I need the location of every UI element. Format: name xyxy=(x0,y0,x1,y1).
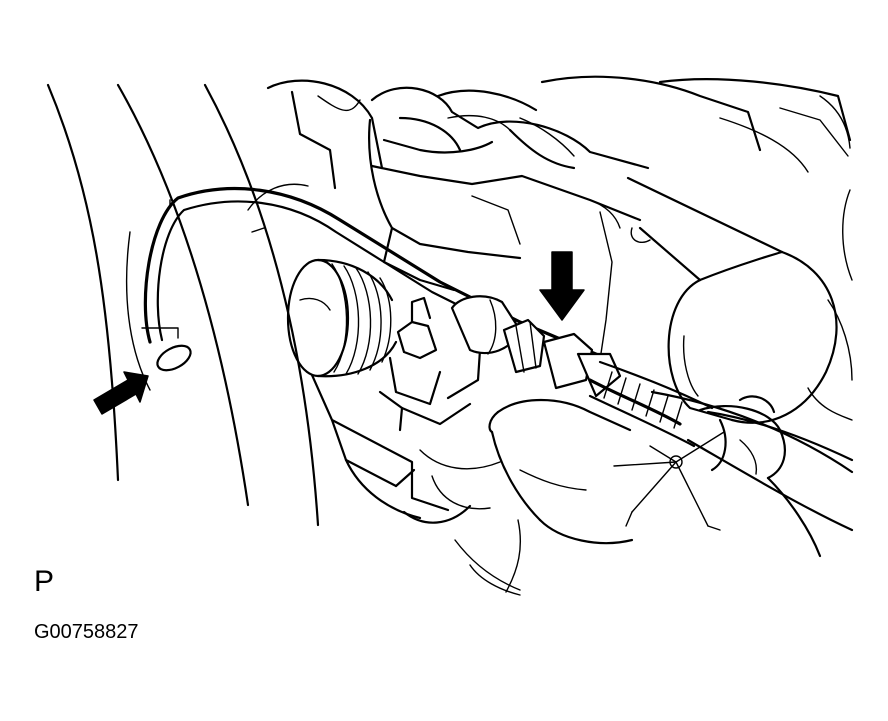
arrow-icon xyxy=(93,371,149,415)
ribbed-housing xyxy=(286,258,398,378)
technician-hands xyxy=(488,395,822,558)
cylinder-unit xyxy=(626,176,838,424)
engine-block xyxy=(247,75,853,421)
figure-code-label: G00758827 xyxy=(34,621,139,643)
cable-assembly xyxy=(143,186,854,532)
bracket-clip xyxy=(388,296,442,406)
view-letter-label: P xyxy=(34,565,55,598)
pliers-tool xyxy=(613,431,725,531)
leader-line xyxy=(141,327,179,339)
fender-outline xyxy=(46,83,320,527)
arrow-icon xyxy=(539,251,585,321)
lower-housing xyxy=(310,348,521,596)
